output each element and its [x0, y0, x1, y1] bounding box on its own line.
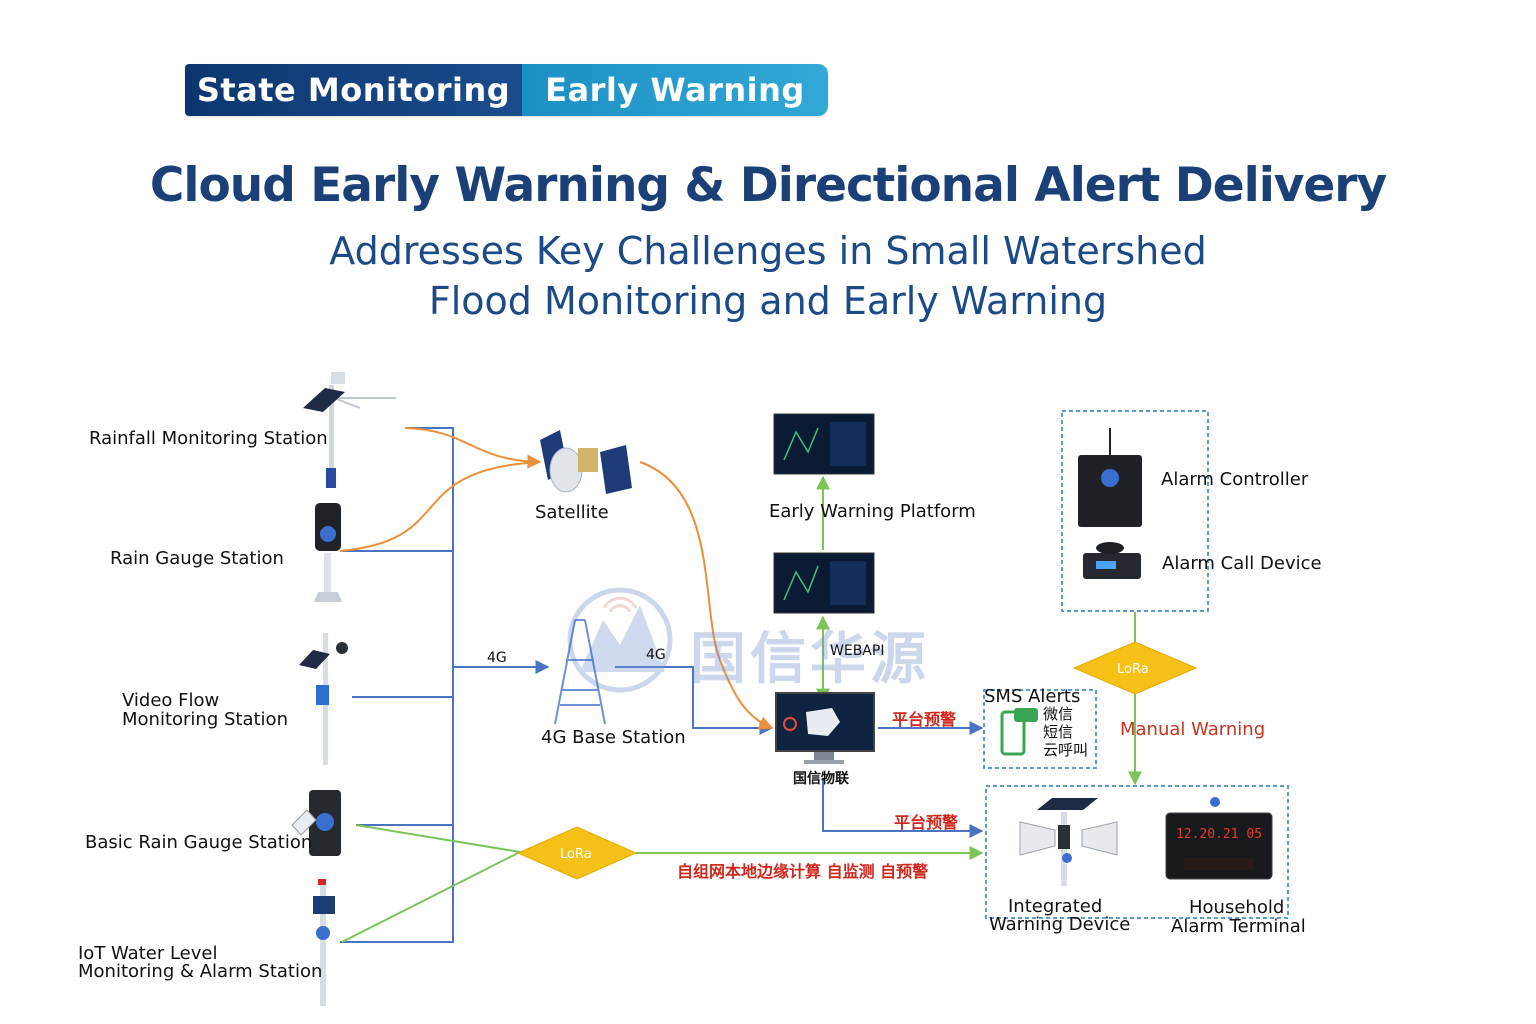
label-lora-left: LoRa: [560, 847, 592, 862]
label-household-1: Household: [1189, 897, 1285, 918]
label-rainfall-station: Rainfall Monitoring Station: [89, 428, 328, 449]
svg-text:12.20.21 05: 12.20.21 05: [1176, 827, 1262, 842]
orange-satellite-links: [339, 427, 774, 730]
label-lora-right: LoRa: [1117, 662, 1149, 677]
sms-channels: 微信 短信 云呼叫: [1043, 705, 1088, 759]
blue-bus-lines: [340, 427, 984, 943]
label-4g-base-station: 4G Base Station: [541, 727, 686, 748]
4g-tower-icon: [554, 619, 606, 725]
household-alarm-terminal-icon: 12.20.21 05: [1165, 797, 1273, 880]
satellite-icon: [540, 430, 632, 494]
rain-gauge-station-icon: [314, 503, 342, 602]
video-flow-station-icon: [299, 633, 348, 765]
page-title: Cloud Early Warning & Directional Alert …: [149, 158, 1387, 213]
watermark-text: 国信华源: [690, 627, 930, 692]
label-edge-computing: 自组网本地边缘计算 自监测 自预警: [677, 862, 929, 881]
subtitle-line-1: Addresses Key Challenges in Small Waters…: [329, 229, 1207, 273]
label-video-flow-2: Monitoring Station: [122, 709, 288, 730]
tab-state-monitoring[interactable]: State Monitoring: [185, 64, 522, 116]
tab-bar: State Monitoring Early Warning: [185, 64, 828, 116]
sms-box: [983, 689, 1097, 769]
label-satellite: Satellite: [535, 502, 609, 523]
sms-text: 短信: [1043, 723, 1074, 741]
label-rain-gauge-station: Rain Gauge Station: [110, 548, 284, 569]
label-4g-left: 4G: [487, 650, 507, 666]
sms-cloud-call: 云呼叫: [1043, 741, 1089, 759]
lora-diamond-left: [516, 826, 638, 880]
label-basic-rain-gauge: Basic Rain Gauge Station: [85, 832, 313, 853]
label-platform-warning-2: 平台预警: [894, 813, 959, 832]
label-alarm-call-device: Alarm Call Device: [1162, 553, 1322, 574]
rainfall-station-icon: [303, 372, 396, 488]
basic-rain-gauge-icon: [291, 790, 341, 856]
webapi-screen: [773, 552, 875, 614]
alarm-box: [1061, 410, 1209, 612]
guoxin-monitor-screen: [775, 692, 875, 764]
green-lora-links: [341, 475, 1142, 943]
label-video-flow-1: Video Flow: [122, 690, 220, 711]
sms-wechat: 微信: [1043, 705, 1074, 723]
lora-diamond-right: [1072, 641, 1198, 695]
early-warning-platform-screen: [773, 413, 875, 475]
terminal-box: [985, 785, 1289, 919]
label-webapi: WEBAPI: [830, 643, 885, 659]
label-manual-warning: Manual Warning: [1120, 719, 1266, 740]
label-household-2: Alarm Terminal: [1171, 916, 1306, 937]
label-iot-2: Monitoring & Alarm Station: [78, 961, 323, 982]
label-iot-1: IoT Water Level: [78, 943, 218, 964]
subtitle-line-2: Flood Monitoring and Early Warning: [428, 279, 1108, 323]
integrated-warning-device-icon: [1019, 798, 1118, 886]
iot-water-level-icon: [313, 879, 335, 1006]
watermark-logo: [567, 587, 673, 693]
page-subtitle: Addresses Key Challenges in Small Waters…: [0, 226, 1536, 326]
label-platform-warning-1: 平台预警: [892, 710, 957, 729]
label-guoxin-iot: 国信物联: [793, 771, 849, 787]
tab-early-warning[interactable]: Early Warning: [522, 64, 828, 116]
label-sms-alerts: SMS Alerts: [984, 686, 1081, 707]
label-integrated-2: Warning Device: [989, 914, 1131, 935]
sms-phone-icon: [1000, 708, 1038, 756]
label-alarm-controller: Alarm Controller: [1161, 469, 1309, 490]
alarm-controller-icon: [1078, 428, 1142, 527]
label-early-warning-platform: Early Warning Platform: [769, 501, 976, 522]
alarm-call-device-icon: [1083, 542, 1141, 579]
label-4g-right: 4G: [646, 647, 666, 663]
label-integrated-1: Integrated: [1008, 896, 1103, 917]
